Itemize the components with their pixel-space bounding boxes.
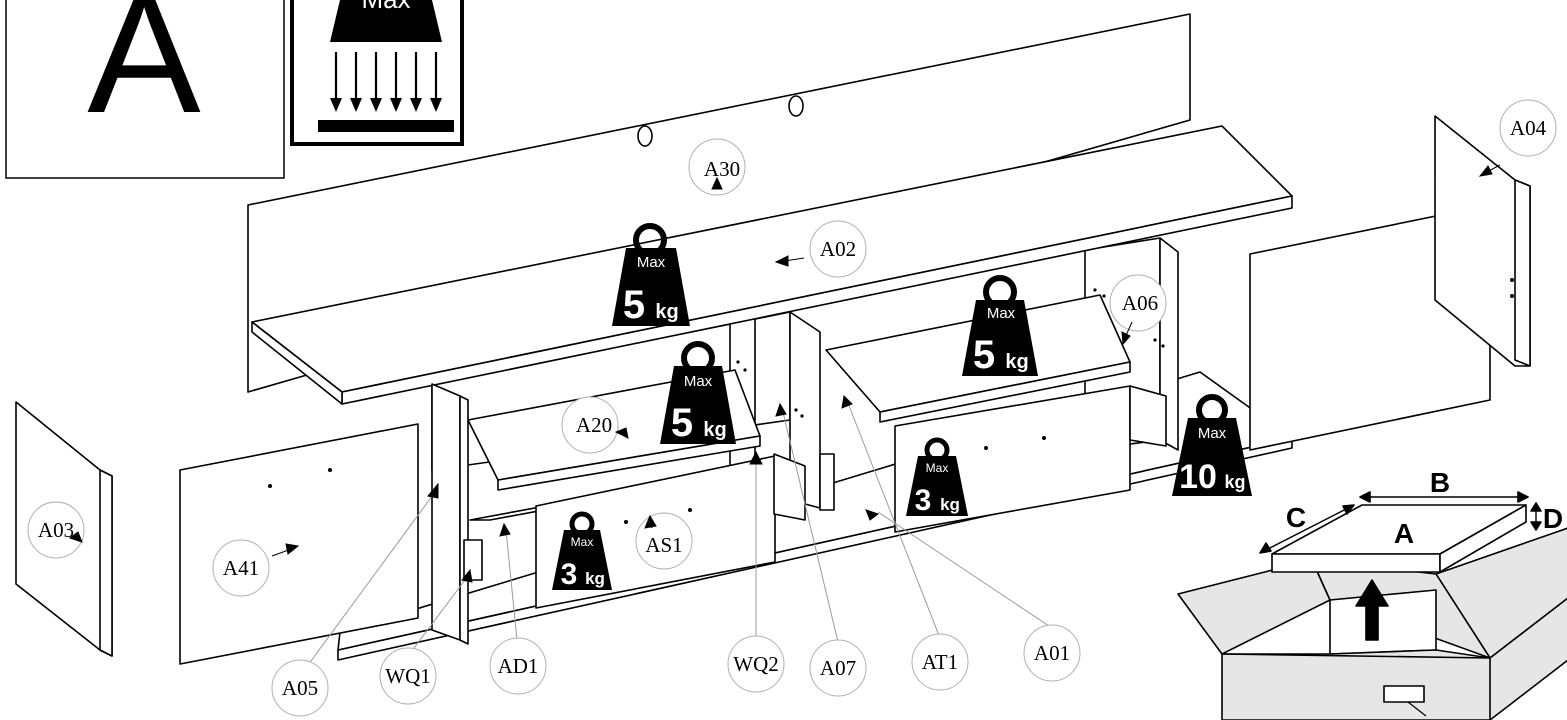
package-box-labels: A B C D <box>1286 467 1563 549</box>
part-label-a03: A03 <box>38 518 74 542</box>
weight-unit: kg <box>940 495 960 514</box>
package-letter: A <box>87 0 201 149</box>
part-label-a05: A05 <box>282 676 318 700</box>
callout-leaders <box>299 397 1053 677</box>
part-label-a30: A30 <box>704 157 740 181</box>
max-load-icon: Max <box>290 0 464 146</box>
part-label-texts: A30 A02 A04 A06 A03 A20 AS1 A41 A05 WQ1 … <box>38 116 1547 700</box>
part-label-a02: A02 <box>820 237 856 261</box>
part-label-a41: A41 <box>223 556 259 580</box>
weight-unit: kg <box>655 301 678 323</box>
package-face-label: A <box>1394 518 1414 549</box>
weight-unit: kg <box>1224 472 1245 492</box>
weight-value: 3 <box>915 484 932 517</box>
weight-tag-left-drawer: Max 3 kg <box>552 511 612 591</box>
weight-value: 5 <box>973 333 995 377</box>
dimension-d-label: D <box>1543 503 1563 534</box>
weight-label: Max <box>1198 425 1227 442</box>
weight-label: Max <box>571 535 594 549</box>
weight-label: Max <box>684 373 713 390</box>
weight-value: 3 <box>561 558 578 591</box>
weight-tag-bottom: Max 10 kg <box>1172 394 1252 496</box>
weight-unit: kg <box>1005 351 1028 373</box>
weight-tag-top-shelf: Max 5 kg <box>612 223 690 327</box>
max-load-label: Max <box>361 0 410 14</box>
part-label-a04: A04 <box>1510 116 1547 140</box>
part-label-wq2: WQ2 <box>733 652 779 676</box>
package-letter-panel: A <box>5 0 285 179</box>
package-box-diagram <box>1177 491 1567 720</box>
part-label-ad1: AD1 <box>498 654 539 678</box>
part-pointers <box>68 164 1501 583</box>
weight-label: Max <box>926 461 949 475</box>
part-label-a07: A07 <box>820 656 856 680</box>
dimension-b-label: B <box>1430 467 1450 498</box>
part-label-a06: A06 <box>1122 291 1158 315</box>
part-label-a20: A20 <box>576 413 612 437</box>
part-label-a01: A01 <box>1034 641 1070 665</box>
weight-tag-right-drawer: Max 3 kg <box>906 437 968 517</box>
part-callouts <box>27 99 1557 717</box>
dimension-c-label: C <box>1286 502 1306 533</box>
weight-tag-right-shelf: Max 5 kg <box>962 275 1038 377</box>
weight-tag-mid-shelf: Max 5 kg <box>660 341 736 445</box>
part-label-wq1: WQ1 <box>385 664 431 688</box>
weight-label: Max <box>637 254 666 271</box>
part-label-as1: AS1 <box>645 533 682 557</box>
pilot-holes <box>268 278 1514 524</box>
weight-label: Max <box>987 305 1016 322</box>
weight-value: 10 <box>1179 458 1217 496</box>
weight-value: 5 <box>671 401 693 445</box>
weight-unit: kg <box>703 419 726 441</box>
weight-value: 5 <box>623 283 645 327</box>
weight-unit: kg <box>585 569 605 588</box>
part-label-at1: AT1 <box>922 650 958 674</box>
